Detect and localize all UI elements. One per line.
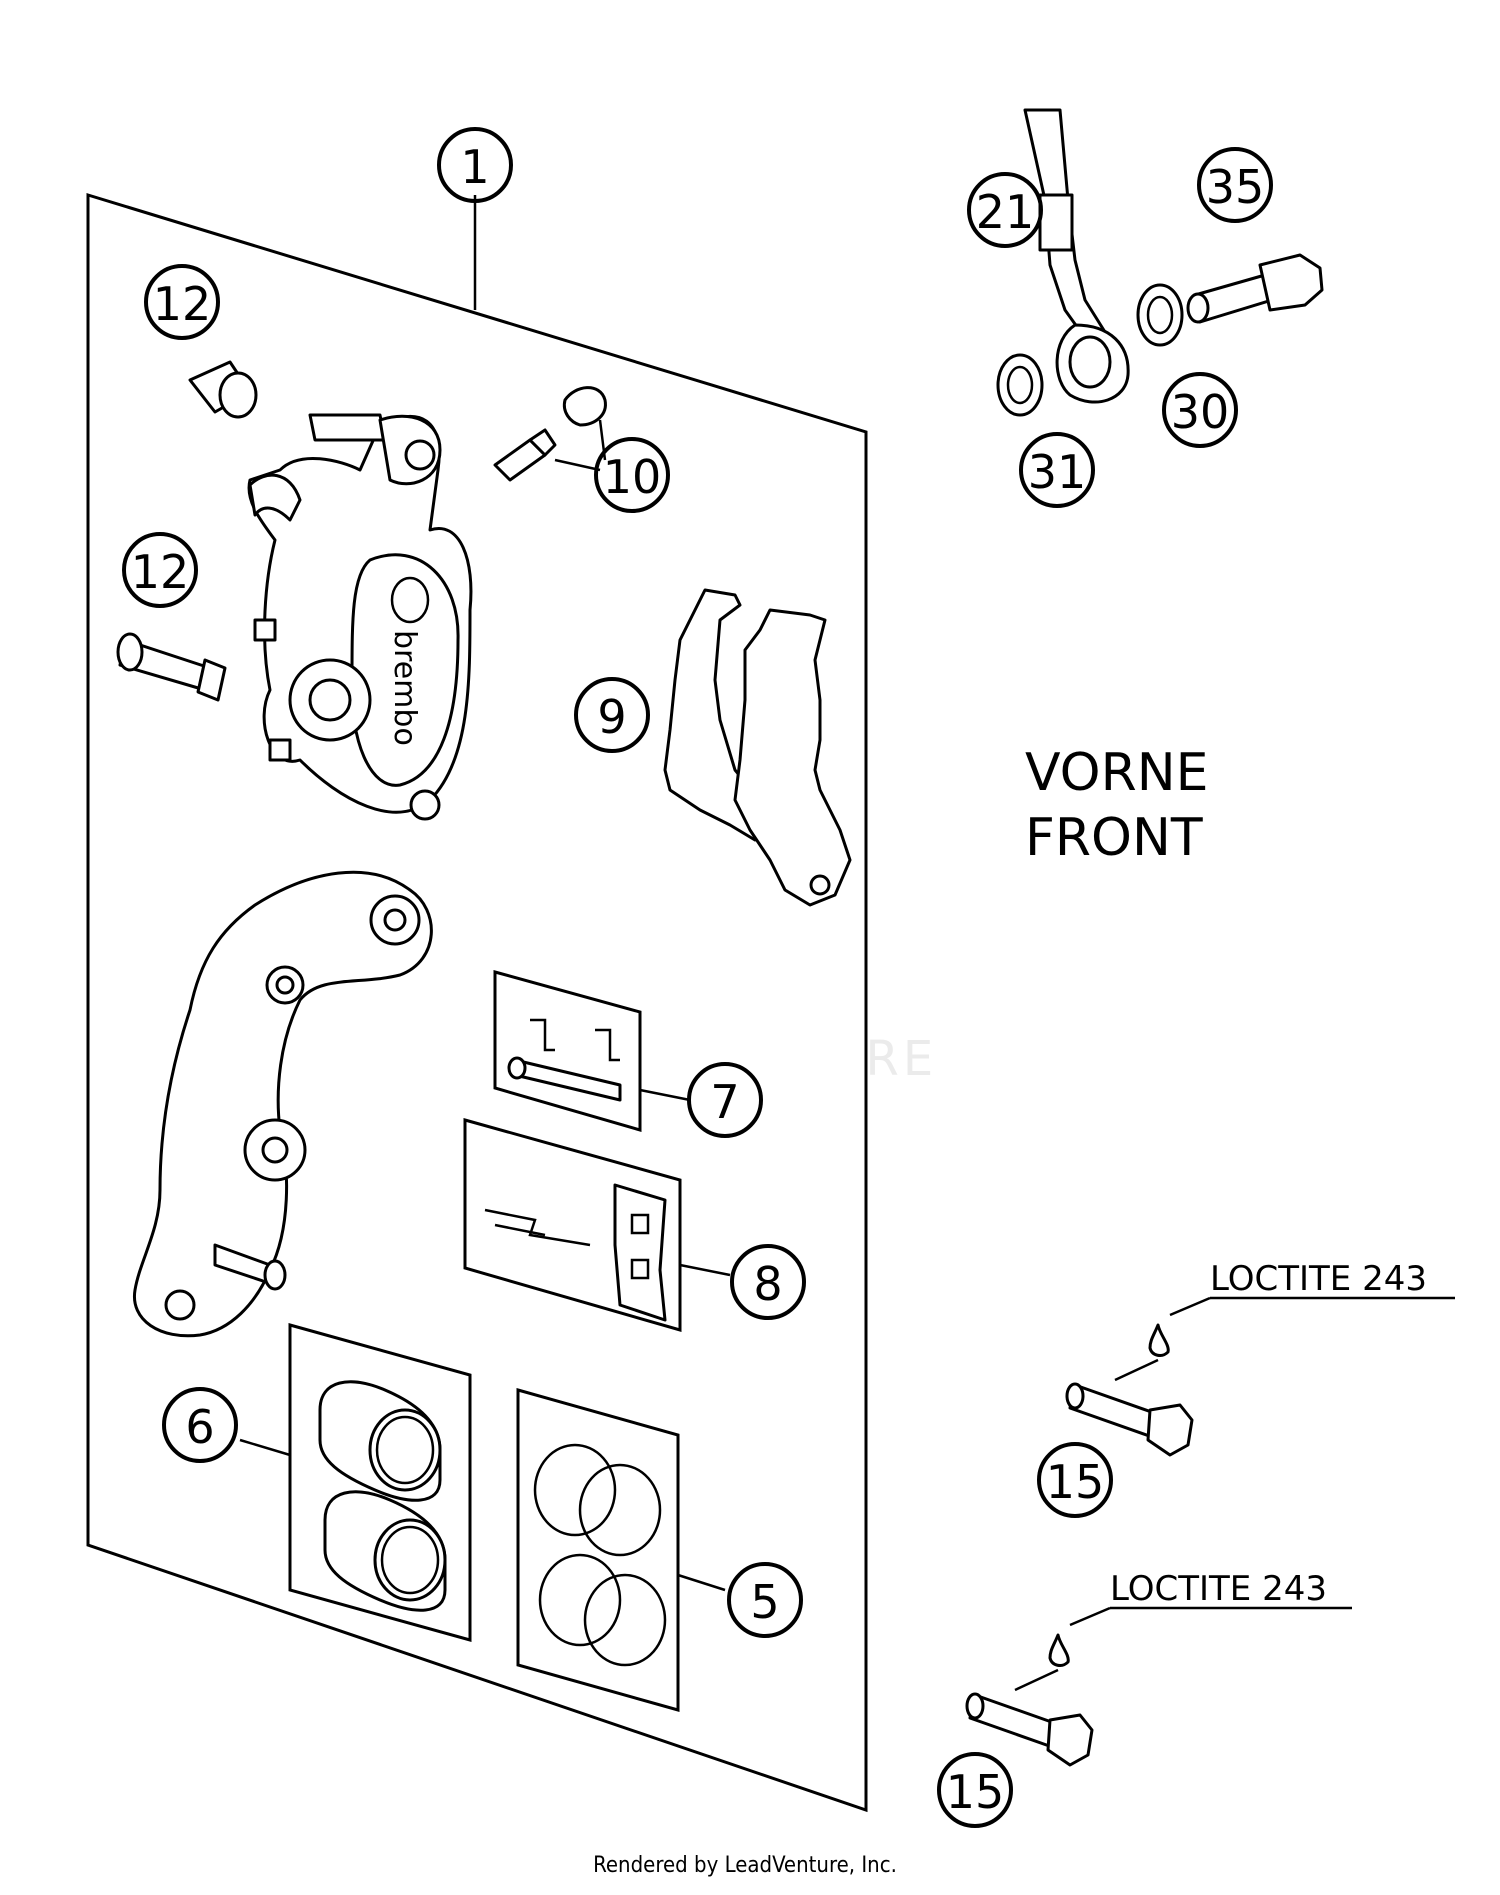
callout-30: 30: [1162, 372, 1238, 448]
callout-12-middle: 12: [122, 532, 198, 608]
callout-12-top: 12: [144, 264, 220, 340]
banjo-bolt-part: [1186, 253, 1324, 324]
pad-spring-kit-part: [463, 1118, 731, 1332]
callout-15-upper-label: 15: [1046, 1455, 1105, 1509]
bolt-15-upper-part: LOCTITE 243: [1065, 1259, 1455, 1457]
callout-1-label: 1: [460, 140, 489, 194]
callout-9-label: 9: [597, 690, 626, 744]
brake-pads-part: [663, 588, 852, 907]
pad-pin-kit-part: [493, 970, 691, 1132]
vorne-label: VORNE: [1025, 743, 1208, 803]
callout-31-label: 31: [1028, 445, 1087, 499]
bleeder-valve-part: [493, 386, 607, 482]
callout-6: 6: [162, 1387, 238, 1463]
pistons-part: [239, 1323, 472, 1642]
callout-9: 9: [574, 677, 650, 753]
washer-31-part: [996, 353, 1044, 417]
callout-15-lower-label: 15: [946, 1765, 1005, 1819]
callout-31: 31: [1019, 432, 1095, 508]
callout-8-label: 8: [753, 1257, 782, 1311]
front-label: FRONT: [1025, 808, 1203, 868]
callout-35-label: 35: [1206, 160, 1265, 214]
callout-15-lower: 15: [937, 1752, 1013, 1828]
callout-15-upper: 15: [1037, 1442, 1113, 1518]
callout-30-label: 30: [1171, 385, 1230, 439]
callout-12-middle-label: 12: [131, 545, 190, 599]
callout-5-label: 5: [750, 1575, 779, 1629]
callout-5: 5: [727, 1562, 803, 1638]
washer-30-part: [1136, 283, 1184, 347]
callout-10-label: 10: [603, 450, 662, 504]
caliper-bracket-part: [132, 870, 433, 1338]
caliper-bolt-part: [116, 632, 227, 702]
callout-21: 21: [967, 172, 1043, 248]
brake-caliper-body: brembo: [247, 413, 473, 821]
callout-7: 7: [687, 1062, 763, 1138]
callout-8: 8: [730, 1244, 806, 1320]
loctite-upper-label: LOCTITE 243: [1210, 1259, 1427, 1299]
callout-12-top-label: 12: [153, 277, 212, 331]
loctite-lower-label: LOCTITE 243: [1110, 1569, 1327, 1609]
bolt-15-lower-part: LOCTITE 243: [965, 1569, 1352, 1767]
callout-1: 1: [437, 127, 513, 310]
rendered-by-footer: Rendered by LeadVenture, Inc.: [593, 1853, 897, 1878]
caliper-brand-text: brembo: [387, 630, 422, 746]
callout-6-label: 6: [185, 1400, 214, 1454]
callout-21-label: 21: [976, 185, 1035, 239]
bleed-cap-part: [188, 360, 258, 419]
callout-10: 10: [594, 437, 670, 513]
seals-part: [516, 1388, 726, 1712]
orientation-label: VORNE FRONT: [1025, 743, 1208, 868]
brake-hose-part: [1023, 108, 1130, 404]
callout-7-label: 7: [710, 1075, 739, 1129]
callout-35: 35: [1197, 147, 1273, 223]
